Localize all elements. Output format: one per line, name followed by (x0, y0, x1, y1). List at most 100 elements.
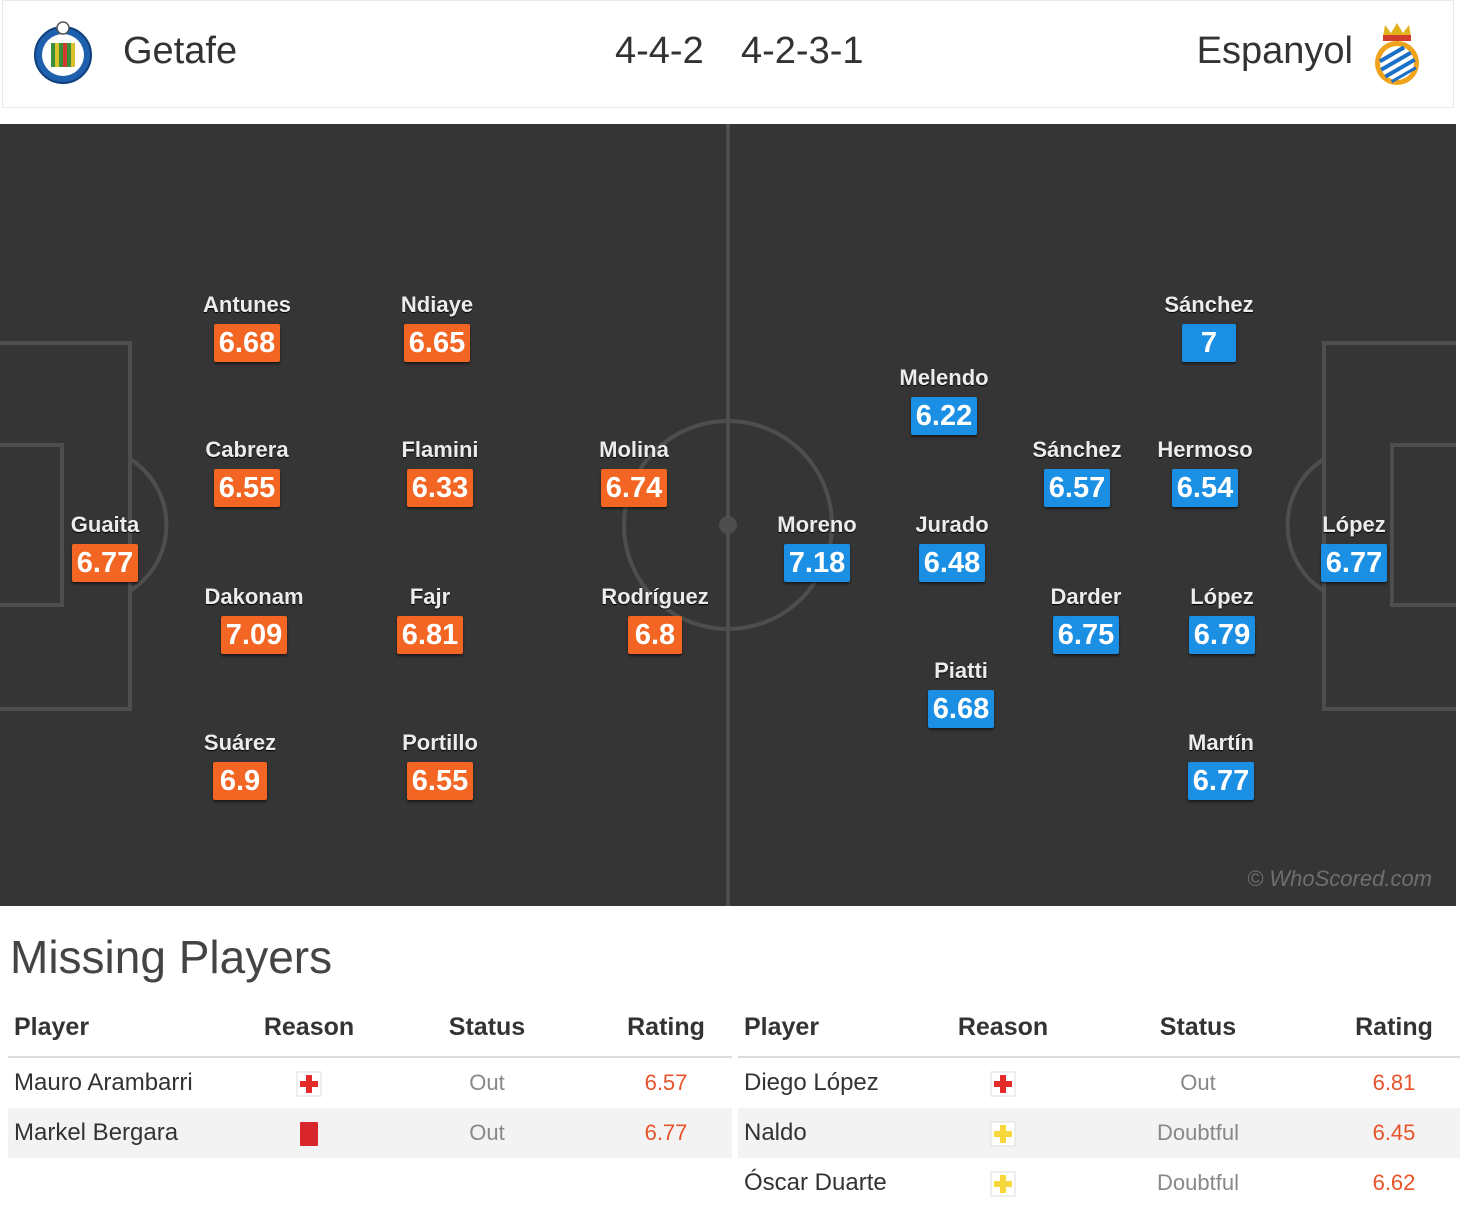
player-name[interactable]: Flamini (401, 437, 479, 462)
player-name[interactable]: Darder (1050, 584, 1122, 609)
player-name[interactable]: Melendo (899, 365, 989, 390)
player-name[interactable]: López (1322, 512, 1386, 537)
header-status: Status (1068, 998, 1328, 1058)
away-player[interactable]: López 6.79 (1152, 584, 1292, 654)
player-name[interactable]: Fajr (409, 584, 451, 609)
player-name[interactable]: Moreno (777, 512, 857, 537)
away-player[interactable]: López 6.77 (1284, 512, 1424, 582)
missing-reason (938, 1158, 1068, 1208)
away-player[interactable]: Jurado 6.48 (882, 512, 1022, 582)
player-name[interactable]: Dakonam (204, 584, 304, 609)
player-name[interactable]: Molina (599, 437, 669, 462)
home-player[interactable]: Suárez 6.9 (170, 730, 310, 800)
header-status: Status (374, 998, 600, 1058)
player-name[interactable]: Sánchez (1032, 437, 1122, 462)
header-reason: Reason (244, 998, 374, 1058)
player-name[interactable]: López (1190, 584, 1254, 609)
espanyol-crest-icon[interactable] (1367, 19, 1427, 87)
injury-cross-icon (296, 1071, 322, 1097)
home-player[interactable]: Portillo 6.55 (370, 730, 510, 800)
player-name[interactable]: Martín (1188, 730, 1254, 755)
player-rating-badge: 6.8 (628, 616, 682, 654)
player-rating-badge: 6.55 (406, 762, 474, 800)
missing-players-title: Missing Players (10, 931, 333, 983)
home-player[interactable]: Guaita 6.77 (35, 512, 175, 582)
player-name[interactable]: Suárez (203, 730, 277, 755)
red-card-icon (300, 1121, 318, 1146)
header-player: Player (738, 998, 938, 1058)
doubtful-cross-icon (990, 1121, 1016, 1147)
player-rating-badge: 6.22 (910, 397, 978, 435)
player-name[interactable]: Hermoso (1157, 437, 1253, 462)
missing-player-name[interactable]: Diego López (744, 1069, 879, 1096)
missing-player-name[interactable]: Markel Bergara (8, 1108, 244, 1158)
player-rating-badge: 7 (1182, 324, 1236, 362)
player-rating-badge: 6.79 (1188, 616, 1256, 654)
player-rating-badge: 6.55 (213, 469, 281, 507)
player-rating-badge: 6.77 (1320, 544, 1388, 582)
missing-player-name[interactable]: Naldo (738, 1108, 938, 1158)
missing-status: Doubtful (1068, 1108, 1328, 1158)
player-name[interactable]: Rodríguez (601, 584, 709, 609)
player-rating-badge: 6.54 (1171, 469, 1239, 507)
player-rating-badge: 7.09 (220, 616, 288, 654)
player-name[interactable]: Sánchez (1164, 292, 1254, 317)
missing-rating: 6.77 (600, 1108, 732, 1158)
player-name[interactable]: Cabrera (205, 437, 289, 462)
player-rating-badge: 6.68 (213, 324, 281, 362)
missing-reason (244, 1057, 374, 1108)
header-reason: Reason (938, 998, 1068, 1058)
missing-status: Out (374, 1108, 600, 1158)
player-name[interactable]: Ndiaye (400, 292, 474, 317)
player-rating-badge: 6.68 (927, 690, 995, 728)
home-player[interactable]: Fajr 6.81 (360, 584, 500, 654)
missing-player-name[interactable]: Óscar Duarte (744, 1169, 887, 1196)
home-player[interactable]: Cabrera 6.55 (177, 437, 317, 507)
away-formation: 4-2-3-1 (741, 30, 864, 72)
home-missing-table: Player Reason Status Rating Mauro Aramba… (8, 998, 732, 1158)
player-rating-badge: 6.48 (918, 544, 986, 582)
missing-status: Out (1180, 1070, 1216, 1095)
player-name[interactable]: Portillo (402, 730, 478, 755)
away-player[interactable]: Piatti 6.68 (891, 658, 1031, 728)
whoscored-watermark: © WhoScored.com (1247, 866, 1432, 891)
player-name[interactable]: Antunes (203, 292, 291, 317)
player-rating-badge: 6.77 (71, 544, 139, 582)
home-formation: 4-4-2 (615, 30, 704, 72)
header-rating: Rating (600, 998, 732, 1058)
player-rating-badge: 6.57 (1043, 469, 1111, 507)
match-header: Getafe 4-4-2 4-2-3-1 Espanyol (2, 0, 1454, 108)
player-rating-badge: 6.81 (396, 616, 464, 654)
missing-reason (244, 1108, 374, 1158)
missing-reason (938, 1057, 1068, 1108)
missing-rating: 6.57 (644, 1070, 688, 1095)
home-player[interactable]: Ndiaye 6.65 (367, 292, 507, 362)
home-player[interactable]: Dakonam 7.09 (184, 584, 324, 654)
missing-player-name[interactable]: Mauro Arambarri (14, 1069, 193, 1096)
player-rating-badge: 6.9 (213, 762, 267, 800)
player-name[interactable]: Jurado (915, 512, 989, 537)
away-player[interactable]: Sánchez 7 (1139, 292, 1279, 362)
doubtful-cross-icon (990, 1171, 1016, 1197)
missing-rating: 6.45 (1328, 1108, 1460, 1158)
getafe-crest-icon[interactable] (31, 19, 95, 87)
player-rating-badge: 6.65 (403, 324, 471, 362)
home-player[interactable]: Rodríguez 6.8 (585, 584, 725, 654)
player-name[interactable]: Piatti (934, 658, 988, 683)
home-team-name[interactable]: Getafe (123, 30, 238, 72)
away-player[interactable]: Hermoso 6.54 (1135, 437, 1275, 507)
away-player[interactable]: Sánchez 6.57 (1007, 437, 1147, 507)
home-player[interactable]: Antunes 6.68 (177, 292, 317, 362)
away-player[interactable]: Melendo 6.22 (874, 365, 1014, 435)
away-team-name[interactable]: Espanyol (1196, 30, 1353, 72)
player-name[interactable]: Guaita (70, 512, 140, 537)
